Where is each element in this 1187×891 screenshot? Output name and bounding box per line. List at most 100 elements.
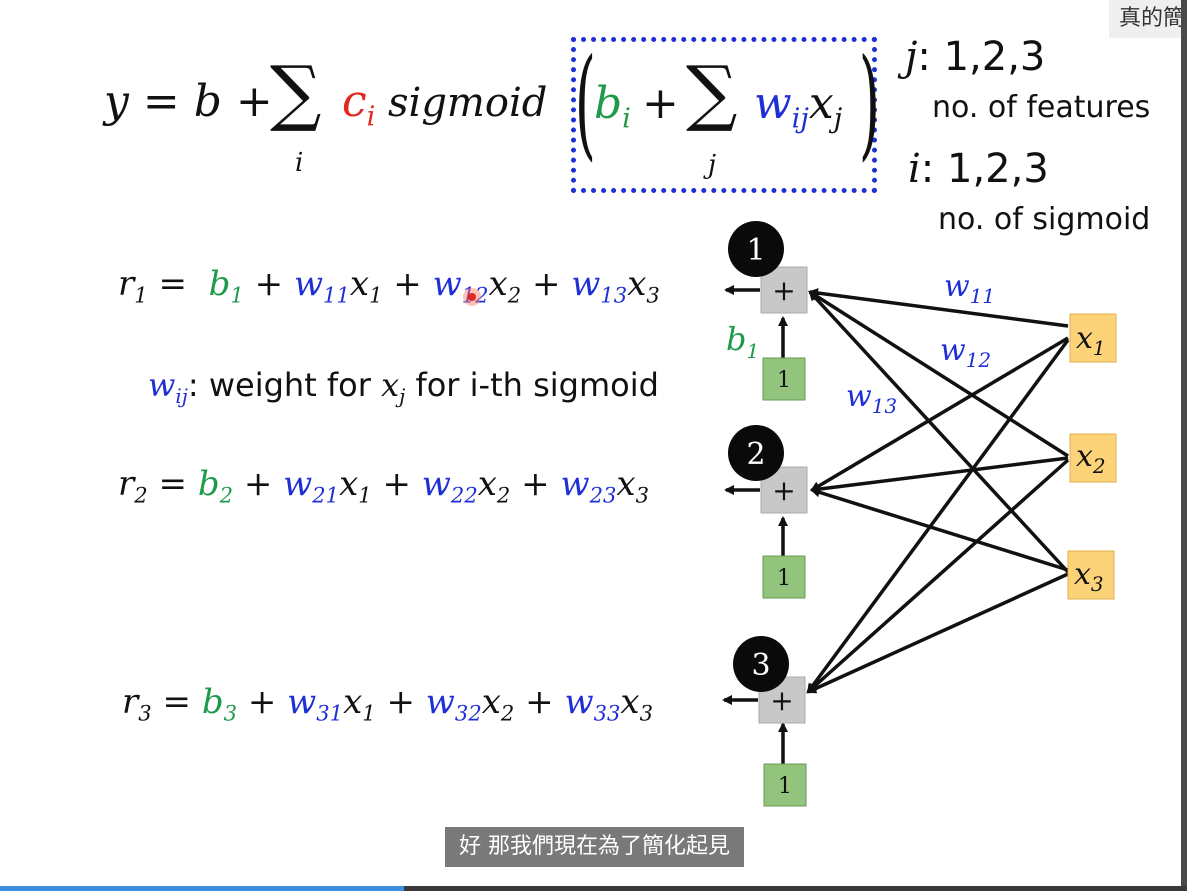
main-formula: y = b +: [104, 76, 273, 127]
svg-text:x2: x2: [1076, 439, 1106, 478]
r2-w3-sub: 23: [589, 482, 617, 508]
node-badge-1-text: 1: [746, 233, 765, 268]
i-range: i: 1,2,3: [908, 146, 1049, 192]
r1-eq: =: [158, 264, 188, 304]
formula-w: w: [754, 78, 792, 129]
input-x3-name: x: [1074, 557, 1091, 592]
node-badge-3-text: 3: [751, 648, 770, 683]
formula-w-sub: ij: [791, 103, 809, 135]
edge-label-w13-name: w: [846, 379, 872, 414]
edge-label-w12-sub: 12: [966, 348, 991, 372]
edge-x2-n1: [808, 290, 1069, 458]
sum-node-2-symbol: +: [772, 474, 795, 507]
r2-lhs: r: [118, 464, 135, 504]
formula-bi-sub: i: [622, 103, 631, 135]
window-right-edge: [1181, 0, 1187, 891]
formula-plus: +: [235, 76, 273, 127]
sum-index-j: j: [708, 150, 717, 180]
edge-x3-n1: [808, 290, 1070, 574]
weight-note-x: x: [381, 366, 400, 404]
video-progress-track[interactable]: [0, 886, 1187, 891]
formula-x: x: [808, 78, 834, 129]
formula-x-sub: j: [833, 103, 843, 135]
edge-label-w11: w11: [944, 269, 995, 308]
formula-c-letter: c: [342, 76, 367, 127]
input-x3: x3: [1067, 550, 1115, 600]
r1-lhs: r: [118, 264, 135, 304]
bias-box-3-text: 1: [778, 774, 792, 799]
r2-eq: =: [158, 464, 188, 504]
formula-c-sub: i: [366, 101, 376, 133]
r2-lhs-sub: 2: [134, 482, 148, 508]
edge-label-w11-sub: 11: [970, 284, 995, 308]
weight-note-text1: : weight for: [187, 366, 382, 404]
i-label: i: [908, 146, 921, 192]
r1-x2-sub: 2: [507, 282, 522, 308]
r1-x1-sub: 1: [369, 282, 383, 308]
r2-x3-sub: 3: [635, 482, 650, 508]
input-x1-sub: 1: [1093, 336, 1106, 360]
edge-x3-n2: [810, 487, 1069, 572]
r2-x2-sub: 2: [496, 482, 511, 508]
weight-note-w-sub: ij: [175, 384, 188, 408]
formula-y: y: [104, 76, 129, 127]
input-x1: x1: [1069, 313, 1117, 363]
r1-b-sub: 1: [230, 282, 244, 308]
r3-x1-sub: 1: [362, 700, 376, 726]
edge-x1-n3: [806, 338, 1070, 694]
sum-index-i: i: [295, 148, 304, 178]
j-range: j: 1,2,3: [905, 34, 1045, 80]
edge-label-w12: w12: [940, 333, 991, 372]
formula-sigmoid: sigmoid: [388, 80, 548, 126]
input-x3-sub: 3: [1091, 572, 1104, 596]
edge-x2-n3: [806, 458, 1070, 694]
r3-w3-sub: 33: [593, 700, 621, 726]
formula-wx: wijxj: [754, 78, 842, 133]
formula-plus-inner: +: [642, 78, 679, 129]
pointer-dot-center: [468, 293, 476, 301]
svg-text:x1: x1: [1076, 321, 1106, 360]
sum-node-3-symbol: +: [770, 684, 793, 717]
edge-x3-n3: [806, 572, 1069, 694]
r3-lhs-sub: 3: [138, 700, 152, 726]
equation-r3: r3 = b3 + w31x1 + w32x2 + w33x3: [122, 682, 654, 726]
equation-r2: r2 = b2 + w21x1 + w22x2 + w23x3: [118, 464, 650, 508]
edge-label-w12-name: w: [940, 333, 966, 368]
r1-w3-sub: 13: [600, 282, 628, 308]
node-badge-2-text: 2: [746, 437, 765, 472]
node-badge-1: 1: [728, 221, 784, 277]
sum-node-1-symbol: +: [772, 274, 795, 307]
inner-sum-dashed-box: [571, 37, 877, 193]
bias-box-1: 1: [762, 357, 806, 401]
video-progress-fill: [0, 886, 404, 891]
bias-label-sub: 1: [746, 339, 759, 363]
r3-x3-sub: 3: [639, 700, 654, 726]
edge-label-w13-sub: 13: [872, 394, 897, 418]
j-desc: no. of features: [932, 90, 1151, 125]
subtitle-caption: 好 那我們現在為了簡化起見: [445, 827, 744, 867]
r3-eq: =: [162, 682, 192, 722]
weight-note: wij: weight for xj for i-th sigmoid: [148, 366, 659, 406]
weight-note-text2: for i-th sigmoid: [405, 366, 659, 404]
bias-box-2-text: 1: [777, 566, 791, 591]
edge-label-w11-name: w: [944, 269, 970, 304]
bias-box-2: 1: [762, 555, 806, 599]
right-paren: ): [858, 34, 880, 173]
formula-c: ci: [342, 76, 375, 131]
sum-symbol-inner: ∑: [686, 50, 738, 134]
left-paren: (: [574, 34, 596, 173]
r3-x2-sub: 2: [500, 700, 515, 726]
i-desc: no. of sigmoid: [938, 202, 1151, 237]
input-x2-sub: 2: [1092, 454, 1106, 478]
j-label: j: [905, 34, 918, 80]
equation-r1: r1 = b1 + w11x1 + w12x2 + w13x3: [118, 264, 660, 308]
bias-box-3: 1: [763, 763, 807, 807]
formula-b: b: [193, 76, 222, 127]
r3-lhs: r: [122, 682, 139, 722]
svg-text:x3: x3: [1074, 557, 1104, 596]
r1-lhs-sub: 1: [134, 282, 148, 308]
bias-label-letter: b: [726, 320, 746, 358]
edge-x2-n2: [810, 456, 1069, 494]
edge-label-w13: w13: [846, 379, 897, 418]
